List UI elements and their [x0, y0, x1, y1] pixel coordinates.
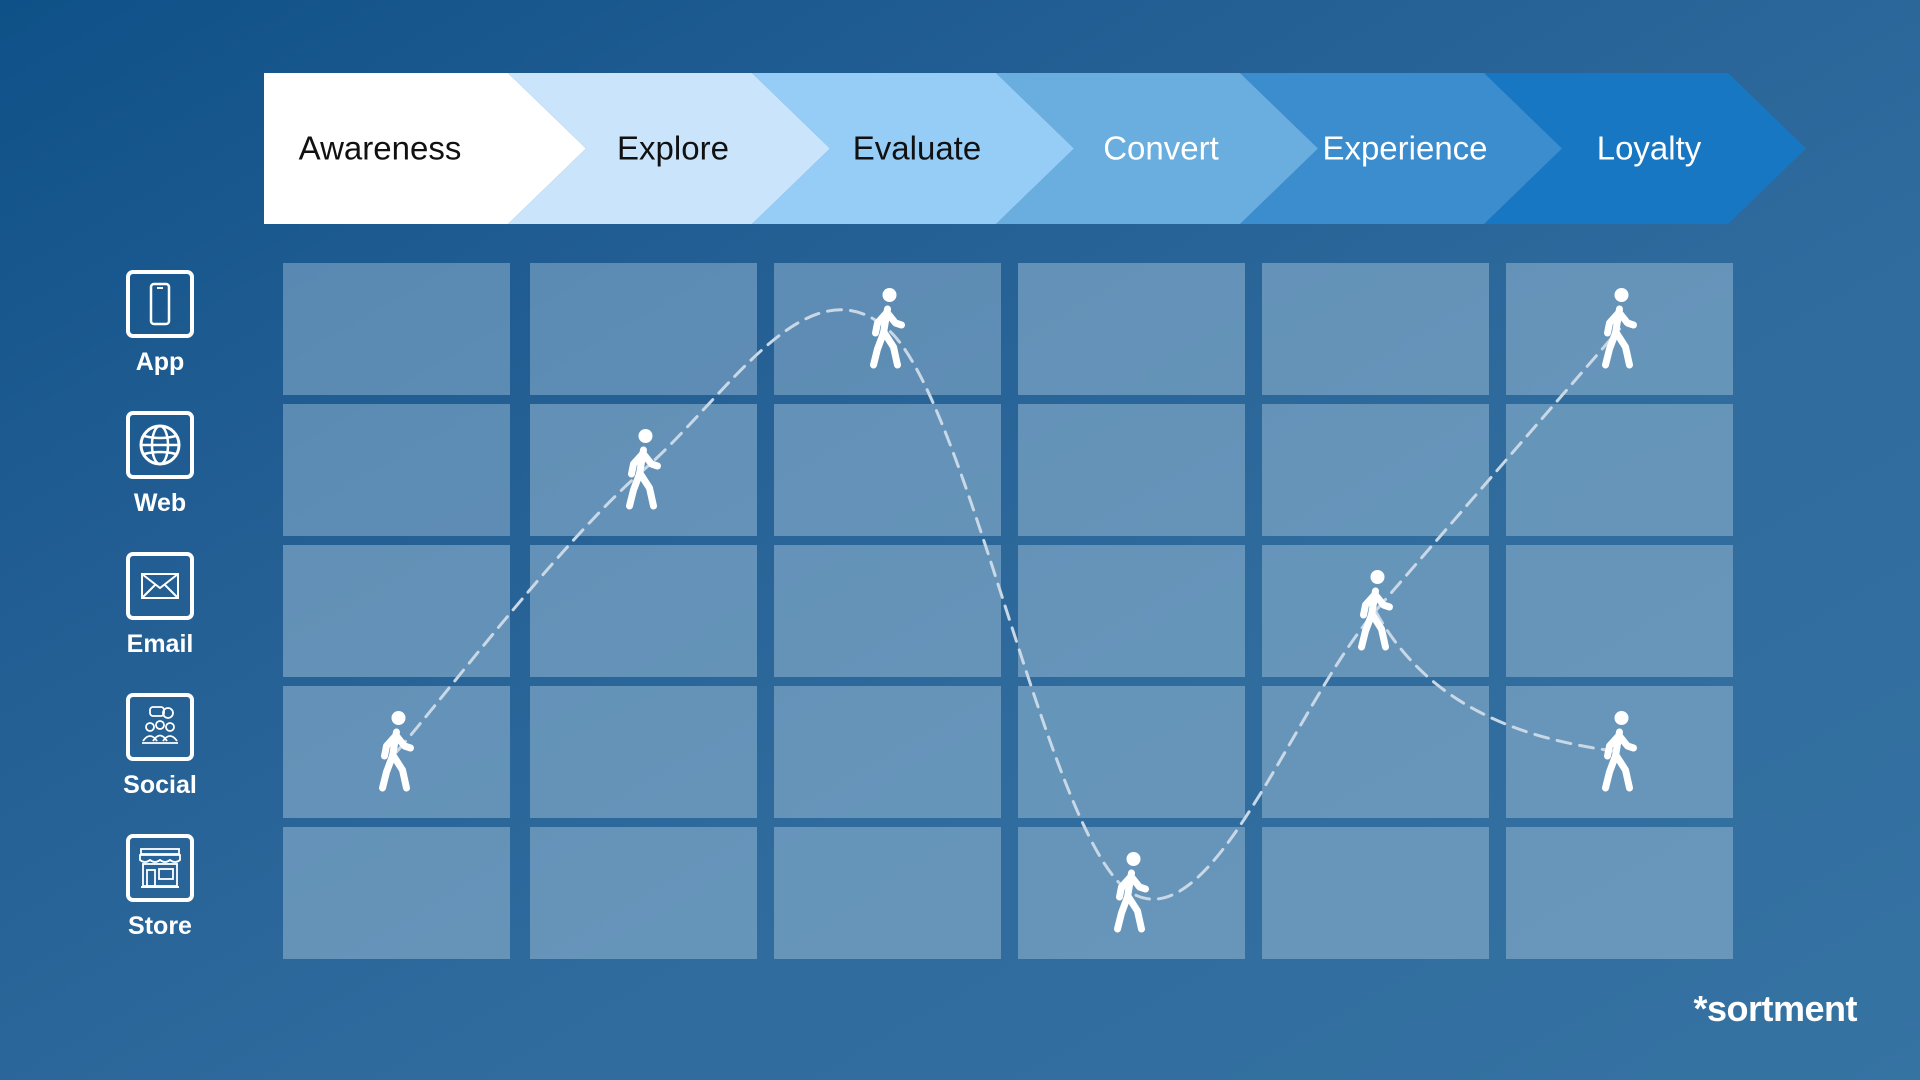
- channel-label: Web: [133, 489, 187, 517]
- grid-cell: [774, 404, 1001, 536]
- grid-cell: [1018, 404, 1245, 536]
- grid-cell: [530, 545, 757, 677]
- stage-arrow-loyalty: [1484, 73, 1806, 224]
- phone-icon: [126, 270, 194, 338]
- stage-label: Explore: [617, 130, 729, 167]
- journey-path: [395, 308, 1621, 901]
- grid-cell: [1506, 545, 1733, 677]
- channel-email: Email: [112, 552, 208, 659]
- channel-label: App: [135, 348, 185, 376]
- stage-label: Evaluate: [853, 130, 981, 167]
- journey-touchpoints: [379, 288, 1637, 933]
- channel-label: Store: [128, 912, 192, 940]
- grid-cell: [1018, 545, 1245, 677]
- stage-arrow-explore: [508, 73, 830, 224]
- stage-label: Awareness: [299, 130, 462, 167]
- stage-arrow-convert: [996, 73, 1318, 224]
- grid-cell: [1262, 404, 1489, 536]
- stage-label: Convert: [1103, 130, 1219, 167]
- stage-arrow-experience: [1240, 73, 1562, 224]
- walking-person-icon: [379, 711, 414, 792]
- grid-cell: [1018, 263, 1245, 395]
- stage-arrow-awareness: [264, 73, 586, 224]
- grid-cell: [774, 545, 1001, 677]
- grid-cell: [530, 686, 757, 818]
- channel-stage-grid: [283, 263, 1733, 959]
- grid-cell: [530, 827, 757, 959]
- grid-cell: [1018, 686, 1245, 818]
- stage-arrow-evaluate: [752, 73, 1074, 224]
- grid-cell: [283, 404, 510, 536]
- storefront-icon: [126, 834, 194, 902]
- grid-cell: [1262, 827, 1489, 959]
- stage-arrows: Awareness Explore Evaluate Convert Experienc…: [264, 73, 1806, 224]
- stage-label: Loyalty: [1597, 130, 1702, 167]
- brand-logo: *sortment: [1693, 988, 1857, 1029]
- globe-icon: [126, 411, 194, 479]
- journey-main-line: [395, 308, 1621, 901]
- grid-cell: [1262, 263, 1489, 395]
- channel-store: Store: [112, 834, 208, 941]
- grid-cell: [1506, 827, 1733, 959]
- people-chat-icon: [126, 693, 194, 761]
- grid-cell: [1506, 404, 1733, 536]
- channel-social: Social: [112, 693, 208, 800]
- walking-person-icon: [1358, 570, 1393, 651]
- channel-web: Web: [112, 411, 208, 518]
- grid-cell: [530, 263, 757, 395]
- grid-cell: [774, 686, 1001, 818]
- stage-label: Experience: [1322, 130, 1487, 167]
- walking-person-icon: [1602, 288, 1637, 369]
- grid-cell: [283, 545, 510, 677]
- walking-person-icon: [1602, 711, 1637, 792]
- journey-branch-line: [1374, 609, 1621, 754]
- channel-app: App: [112, 270, 208, 377]
- channel-label: Email: [126, 630, 194, 658]
- envelope-icon: [126, 552, 194, 620]
- walking-person-icon: [1114, 852, 1149, 933]
- walking-person-icon: [870, 288, 905, 369]
- grid-cell: [283, 263, 510, 395]
- walking-person-icon: [626, 429, 661, 510]
- grid-cell: [283, 827, 510, 959]
- channel-label: Social: [123, 771, 197, 799]
- grid-cell: [1262, 686, 1489, 818]
- grid-cell: [774, 827, 1001, 959]
